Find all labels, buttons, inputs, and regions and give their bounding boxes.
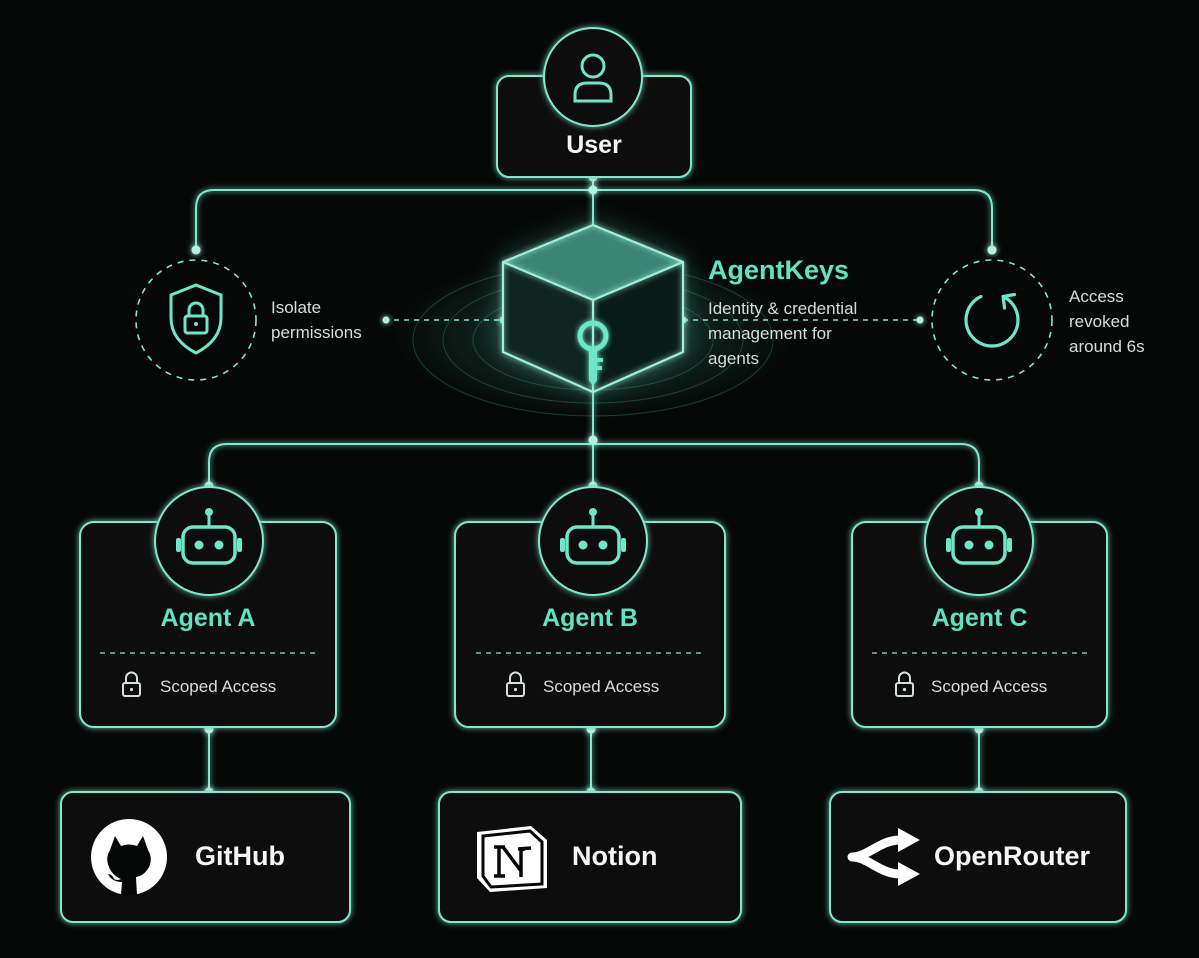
agentkeys-title: AgentKeys	[708, 255, 850, 285]
isolate-permissions-line: Isolate	[271, 298, 322, 317]
github-node	[60, 791, 351, 923]
user-label: User	[566, 131, 622, 159]
access-revoked-line: revoked	[1069, 312, 1130, 331]
isolate-permissions-node	[135, 259, 257, 381]
agentkeys-description: Identity & credential management for age…	[708, 296, 908, 371]
person-icon	[573, 53, 613, 103]
agent-c-scoped-access: Scoped Access	[931, 677, 1048, 696]
notion-logo-icon	[477, 826, 547, 892]
agent-b-title: Agent B	[542, 604, 638, 632]
refresh-icon	[964, 292, 1020, 348]
notion-label: Notion	[572, 841, 658, 871]
openrouter-node	[829, 791, 1127, 923]
user-node	[496, 27, 692, 178]
shield-lock-icon	[169, 283, 223, 355]
isolate-permissions-line: permissions	[271, 323, 362, 342]
user-to-left-feature-line	[195, 189, 593, 250]
agent-b-node	[454, 486, 726, 728]
robot-icon	[176, 508, 242, 565]
openrouter-label: OpenRouter	[934, 841, 1091, 871]
padlock-icon	[122, 671, 141, 697]
padlock-icon	[506, 671, 525, 697]
openrouter-logo-icon	[847, 828, 920, 886]
agent-a-scoped-access: Scoped Access	[160, 677, 277, 696]
cube-left-face	[503, 262, 593, 392]
user-to-right-feature-line	[593, 189, 993, 250]
cube-right-face	[593, 262, 683, 392]
robot-icon	[946, 508, 1012, 565]
padlock-icon	[895, 671, 914, 697]
agent-c-title: Agent C	[931, 604, 1028, 632]
access-revoked-line: around 6s	[1069, 337, 1145, 356]
robot-icon	[560, 508, 626, 565]
access-revoked-line: Access	[1069, 287, 1124, 306]
agent-b-scoped-access: Scoped Access	[543, 677, 660, 696]
isolate-permissions-text: Isolate permissions	[271, 295, 391, 345]
agent-c-node	[851, 486, 1108, 728]
agentkeys-description-line: Identity & credential	[708, 299, 858, 318]
access-revoked-node	[931, 259, 1053, 381]
github-logo-icon	[91, 819, 167, 895]
agent-a-title: Agent A	[160, 604, 256, 632]
agent-a-node	[79, 486, 337, 728]
github-label: GitHub	[195, 841, 285, 871]
agentkeys-cube	[393, 223, 793, 417]
notion-node	[438, 791, 742, 923]
key-icon	[577, 320, 609, 386]
agentkeys-description-line: agents	[708, 349, 760, 368]
agentkeys-description-line: management for	[708, 324, 832, 343]
access-revoked-text: Access revoked around 6s	[1069, 284, 1189, 359]
